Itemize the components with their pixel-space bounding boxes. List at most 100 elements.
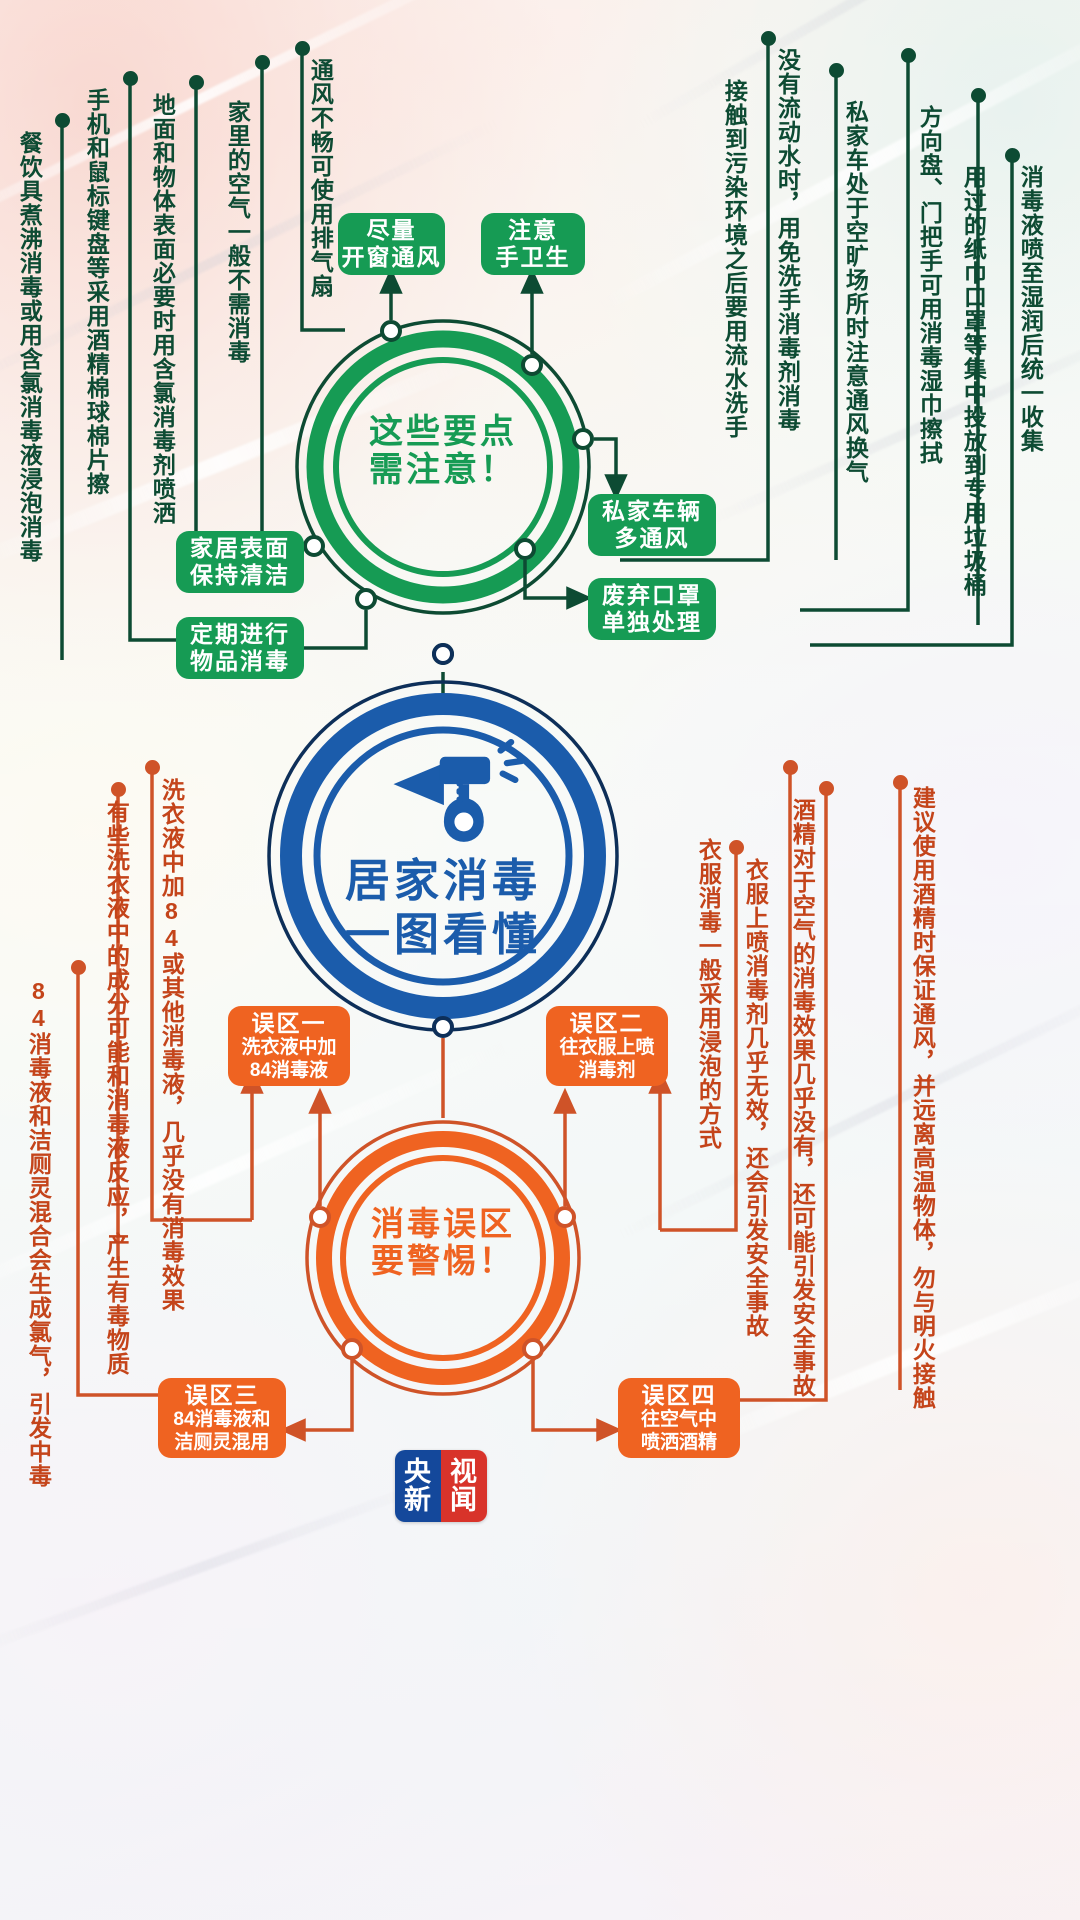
background-tint-bottom-left <box>0 1180 560 1920</box>
note-dot <box>111 782 126 797</box>
note-tableware: 餐饮具煮沸消毒或用含氯消毒液浸泡消毒 <box>16 131 43 563</box>
box-myth-3-line2: 洁厕灵混用 <box>174 1431 270 1453</box>
note-dot <box>729 840 744 855</box>
note-mask-collect: 消毒液喷至湿润后统一收集 <box>1017 165 1044 453</box>
box-regular-disinfect-line2: 物品消毒 <box>190 648 290 674</box>
box-myth-4-title: 误区四 <box>641 1382 717 1409</box>
box-home-surface[interactable]: 家居表面 保持清洁 <box>176 531 304 593</box>
note-84-toilet: 84消毒液和洁厕灵混合会生成氯气，引发中毒 <box>25 978 52 1488</box>
box-ventilate-line1: 尽量 <box>366 216 417 243</box>
note-dot <box>1005 148 1020 163</box>
green-ring-title-line2: 需注意！ <box>369 451 517 490</box>
orange-ring-title-line2: 要警惕！ <box>371 1241 515 1279</box>
box-myth-2-line2: 消毒剂 <box>578 1059 636 1081</box>
note-alcohol-air: 酒精对于空气的消毒效果几乎没有，还可能引发安全事故 <box>789 798 816 1398</box>
box-myth-2[interactable]: 误区二 往衣服上喷 消毒剂 <box>546 1006 668 1086</box>
box-regular-disinfect[interactable]: 定期进行 物品消毒 <box>176 617 304 679</box>
green-ring: 这些要点 需注意！ <box>293 317 593 617</box>
note-clothes-soak: 衣服消毒一般采用浸泡的方式 <box>695 838 722 1150</box>
note-laundry-react: 有些洗衣液中的成分可能和消毒液反应，产生有毒物质 <box>103 800 130 1376</box>
center-ring-node-bottom <box>432 1016 454 1038</box>
ring-node <box>522 1338 544 1360</box>
note-dot <box>255 55 270 70</box>
box-myth-2-line1: 往衣服上喷 <box>559 1037 655 1059</box>
box-myth-1-line1: 洗衣液中加 <box>241 1037 337 1059</box>
box-myth-2-title: 误区二 <box>569 1010 645 1037</box>
box-home-surface-line1: 家居表面 <box>190 534 290 561</box>
box-myth-1-title: 误区一 <box>251 1010 327 1037</box>
note-tissue-bin: 用过的纸巾口罩等集中投放到专用垃圾桶 <box>960 165 987 597</box>
note-dot <box>783 760 798 775</box>
green-ring-title-line1: 这些要点 <box>369 413 517 451</box>
logo-right-block: 视 闻 <box>441 1450 487 1522</box>
note-dot <box>893 775 908 790</box>
center-title: 居家消毒 一图看懂 <box>265 855 621 961</box>
orange-ring-title: 消毒误区 要警惕！ <box>303 1205 583 1280</box>
box-myth-3-line1: 84消毒液和 <box>173 1409 271 1431</box>
box-regular-disinfect-line1: 定期进行 <box>190 620 290 647</box>
note-after-contact: 接触到污染环境之后要用流水洗手 <box>721 79 748 439</box>
box-ventilate-line2: 开窗通风 <box>341 244 442 270</box>
ring-node <box>341 1338 363 1360</box>
note-dot <box>189 75 204 90</box>
note-dot <box>295 41 310 56</box>
box-myth-4[interactable]: 误区四 往空气中 喷洒酒精 <box>618 1378 740 1458</box>
box-mask-disposal-line2: 单独处理 <box>602 609 702 635</box>
note-dot <box>971 88 986 103</box>
ring-node <box>309 1206 331 1228</box>
box-myth-3-title: 误区三 <box>184 1382 260 1409</box>
note-clothes-spray: 衣服上喷消毒剂几乎无效，还会引发安全事故 <box>742 858 769 1338</box>
center-blue-ring: 居家消毒 一图看懂 <box>265 678 621 1034</box>
center-title-line2: 一图看懂 <box>344 909 541 961</box>
orange-ring: 消毒误区 要警惕！ <box>303 1118 583 1398</box>
note-dot <box>71 960 86 975</box>
background-tint-bottom-right <box>530 1150 1080 1920</box>
note-alcohol-vent: 建议使用酒精时保证通风，并远离高温物体，勿与明火接触 <box>909 786 936 1410</box>
box-hand-hygiene[interactable]: 注意 手卫生 <box>481 213 585 275</box>
box-car-ventilate-line1: 私家车辆 <box>602 497 702 524</box>
note-car-open-space: 私家车处于空旷场所时注意通风换气 <box>842 100 869 484</box>
box-myth-1[interactable]: 误区一 洗衣液中加 84消毒液 <box>228 1006 350 1086</box>
logo-right-line2: 闻 <box>450 1485 478 1515</box>
note-dot <box>761 31 776 46</box>
box-car-ventilate[interactable]: 私家车辆 多通风 <box>588 494 716 556</box>
box-ventilate[interactable]: 尽量 开窗通风 <box>338 213 445 275</box>
center-title-line1: 居家消毒 <box>344 855 541 906</box>
box-home-surface-line2: 保持清洁 <box>190 562 290 588</box>
box-car-ventilate-line2: 多通风 <box>614 525 690 551</box>
orange-ring-title-line1: 消毒误区 <box>371 1205 515 1242</box>
box-myth-3[interactable]: 误区三 84消毒液和 洁厕灵混用 <box>158 1378 286 1458</box>
note-dot <box>123 71 138 86</box>
cctv-news-logo: 央 新 视 闻 <box>395 1450 487 1522</box>
box-myth-4-line2: 喷洒酒精 <box>640 1431 717 1453</box>
note-dot <box>145 760 160 775</box>
logo-left-block: 央 新 <box>395 1450 441 1522</box>
note-dot <box>55 113 70 128</box>
logo-left-line1: 央 <box>404 1456 432 1487</box>
note-phone-mouse: 手机和鼠标键盘等采用酒精棉球棉片擦 <box>83 88 110 496</box>
ring-node <box>572 428 594 450</box>
note-air-no-need: 家里的空气一般不需消毒 <box>224 100 251 364</box>
box-myth-4-line1: 往空气中 <box>640 1409 717 1431</box>
logo-left-line2: 新 <box>404 1485 432 1515</box>
note-dot <box>901 48 916 63</box>
note-steering-wheel: 方向盘、门把手可用消毒湿巾擦拭 <box>916 105 943 465</box>
box-hand-hygiene-line1: 注意 <box>508 216 558 243</box>
ring-node <box>554 1206 576 1228</box>
ring-node <box>514 538 536 560</box>
ring-node <box>303 535 325 557</box>
box-mask-disposal-line1: 废弃口罩 <box>602 581 702 608</box>
note-laundry-84: 洗衣液中加84或其他消毒液，几乎没有消毒效果 <box>158 778 185 1312</box>
center-ring-node-top <box>432 643 454 665</box>
ring-node <box>355 588 377 610</box>
logo-right-line1: 视 <box>450 1456 478 1487</box>
note-no-running-water: 没有流动水时，用免洗手消毒剂消毒 <box>774 48 801 432</box>
note-dot <box>819 781 834 796</box>
box-hand-hygiene-line2: 手卫生 <box>495 244 571 270</box>
note-floor-surface: 地面和物体表面必要时用含氯消毒剂喷洒 <box>149 93 176 525</box>
note-dot <box>829 63 844 78</box>
box-mask-disposal[interactable]: 废弃口罩 单独处理 <box>588 578 716 640</box>
